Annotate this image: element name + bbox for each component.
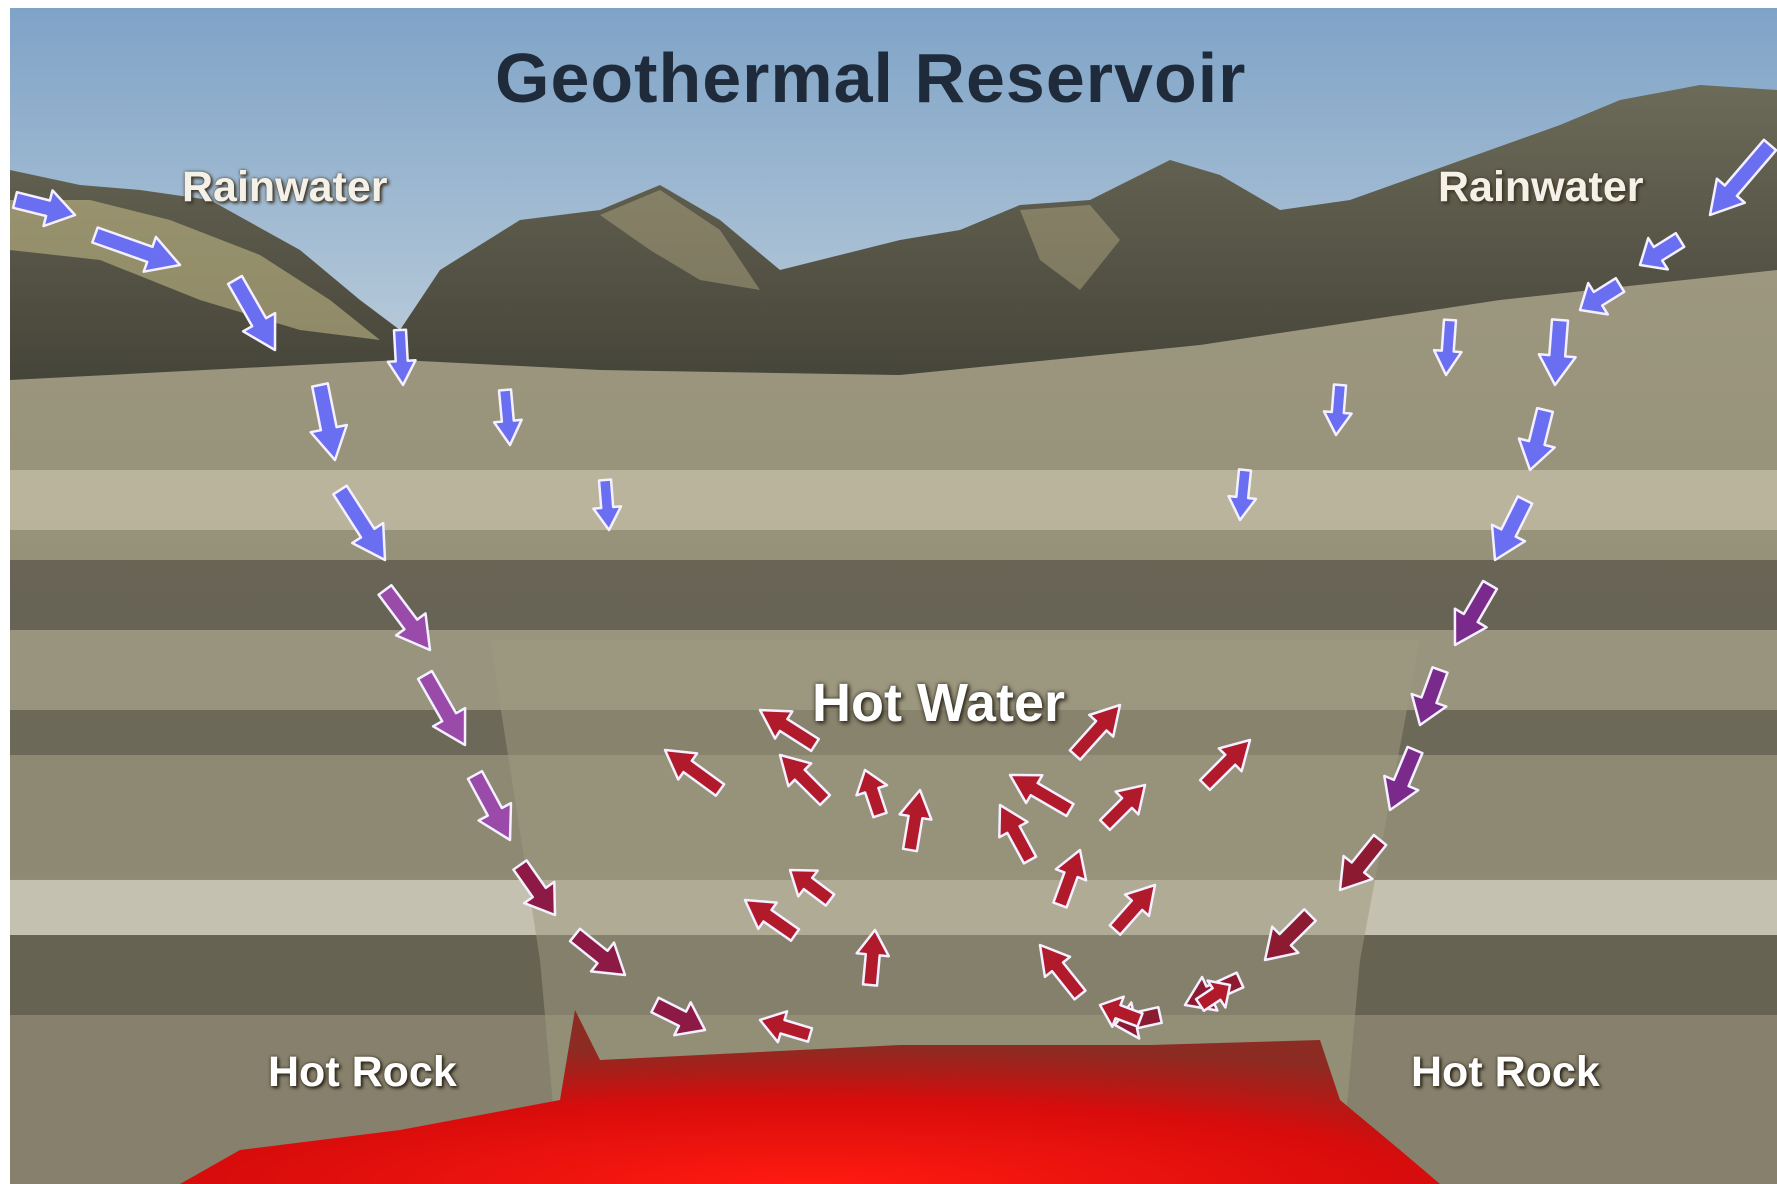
rainwater-arrow-left	[416, 669, 467, 747]
rainwater-arrow-left	[309, 382, 349, 462]
rainwater-drop-arrow	[1227, 468, 1258, 522]
hot-water-arrow	[1052, 848, 1088, 909]
hot-rock-label-left: Hot Rock	[268, 1048, 457, 1096]
rainwater-arrow-left	[332, 484, 387, 562]
rainwater-drop-arrow	[1432, 318, 1463, 377]
rainwater-arrow-left	[512, 859, 557, 917]
hot-water-arrow	[855, 768, 889, 819]
hot-water-arrow	[1068, 703, 1122, 761]
rainwater-arrow-right	[1490, 495, 1534, 562]
rainwater-drop-arrow	[386, 328, 417, 387]
rainwater-arrow-left	[91, 226, 182, 273]
hot-water-label: Hot Water	[812, 673, 1065, 733]
hot-water-arrow	[1098, 995, 1144, 1029]
rainwater-arrow-right	[1517, 406, 1556, 472]
rainwater-drop-arrow	[1322, 383, 1353, 437]
rainwater-arrow-left	[226, 274, 277, 352]
rainwater-drop-arrow	[592, 478, 623, 532]
rainwater-arrow-right	[1263, 908, 1317, 962]
rainwater-arrow-right	[1578, 276, 1626, 316]
rainwater-drop-arrow	[492, 388, 523, 447]
rainwater-arrow-right	[1708, 138, 1777, 217]
hot-water-arrow	[788, 868, 836, 907]
hot-rock-label-right: Hot Rock	[1411, 1048, 1600, 1096]
rainwater-arrows	[11, 138, 1777, 1040]
rainwater-arrow-left	[466, 769, 513, 842]
hot-water-arrow	[855, 928, 891, 987]
rainwater-arrow-left	[650, 996, 707, 1037]
hot-water-arrow	[758, 1010, 814, 1044]
diagram-title: Geothermal Reservoir	[495, 39, 1247, 117]
rainwater-arrow-left	[11, 189, 77, 228]
hot-water-arrow	[1198, 738, 1252, 792]
rainwater-arrow-right	[1537, 318, 1577, 387]
rainwater-label-right: Rainwater	[1438, 163, 1644, 211]
rainwater-arrow-right	[1410, 666, 1449, 727]
hot-water-arrow	[1108, 883, 1157, 936]
magma-glow	[180, 1010, 1440, 1184]
rainwater-arrow-right	[1638, 231, 1686, 271]
mountain-ridge-light-2	[1020, 205, 1120, 290]
rainwater-arrow-left	[377, 583, 432, 652]
hot-water-arrow	[898, 788, 933, 853]
rainwater-arrow-left	[568, 927, 627, 977]
hot-water-arrow	[743, 898, 801, 942]
rainwater-arrow-right	[1338, 833, 1388, 892]
hot-water-arrow	[1008, 773, 1075, 818]
hot-water-arrow	[778, 753, 832, 807]
hot-water-arrow	[1038, 943, 1087, 1001]
hot-water-arrows	[663, 703, 1252, 1044]
hot-water-arrow	[1098, 783, 1147, 832]
hot-water-arrow	[758, 708, 821, 753]
rainwater-arrow-right	[1383, 745, 1424, 812]
hot-water-arrow	[998, 803, 1038, 865]
hot-water-arrow	[663, 748, 726, 797]
rainwater-label-left: Rainwater	[182, 163, 388, 211]
stratum-dark-1	[10, 560, 1777, 630]
hot-water-arrow	[1194, 979, 1232, 1013]
rainwater-arrow-right	[1453, 579, 1499, 647]
mountain-ridge-light	[600, 190, 760, 290]
stratum-light-1	[10, 470, 1777, 530]
